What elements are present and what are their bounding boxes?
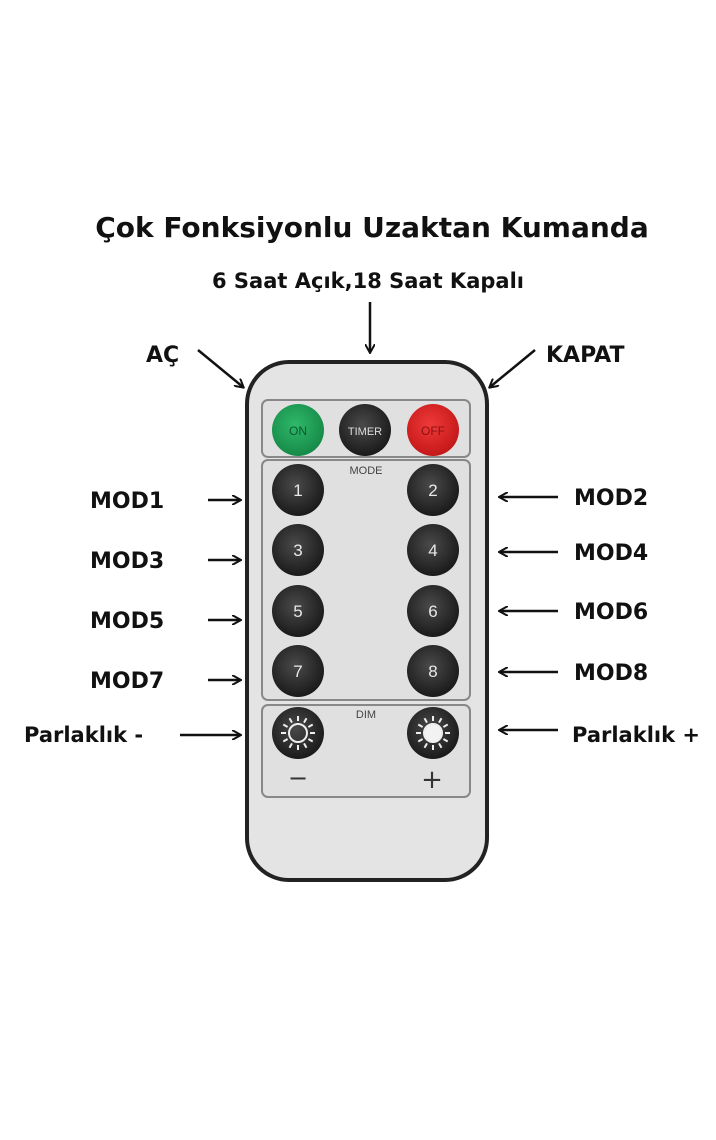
dim-minus-button[interactable] [272, 707, 324, 759]
mode-button-7[interactable]: 7 [272, 645, 324, 697]
label-kapat: KAPAT [546, 343, 625, 368]
mode-button-4[interactable]: 4 [407, 524, 459, 576]
timer-button[interactable]: TIMER [339, 404, 391, 456]
label-ac: AÇ [146, 343, 179, 368]
mode-button-8[interactable]: 8 [407, 645, 459, 697]
mode-panel [261, 459, 471, 701]
arrow-kapat [490, 349, 536, 387]
label-mod7: MOD7 [90, 669, 164, 694]
label-mod3: MOD3 [90, 549, 164, 574]
sun-outline-icon [281, 716, 315, 750]
plus-symbol: + [421, 765, 443, 795]
mode-button-label: 2 [428, 481, 437, 500]
on-button[interactable]: ON [272, 404, 324, 456]
mode-button-3[interactable]: 3 [272, 524, 324, 576]
label-dim-minus: Parlaklık - [24, 723, 143, 747]
mode-button-label: 6 [428, 602, 437, 621]
sun-filled-icon [416, 716, 450, 750]
subtitle: 6 Saat Açık,18 Saat Kapalı [212, 269, 524, 293]
mode-button-label: 5 [293, 602, 302, 621]
mode-button-6[interactable]: 6 [407, 585, 459, 637]
label-dim-plus: Parlaklık + [572, 723, 700, 747]
label-mod1: MOD1 [90, 489, 164, 514]
mode-label: MODE [350, 465, 383, 477]
dim-label: DIM [356, 709, 376, 721]
off-button[interactable]: OFF [407, 404, 459, 456]
label-mod2: MOD2 [574, 486, 648, 511]
mode-button-label: 8 [428, 662, 437, 681]
on-button-label: ON [289, 424, 307, 438]
minus-symbol: − [288, 764, 308, 792]
title: Çok Fonksiyonlu Uzaktan Kumanda [95, 211, 649, 244]
mode-button-5[interactable]: 5 [272, 585, 324, 637]
mode-button-label: 3 [293, 541, 302, 560]
mode-button-label: 7 [293, 662, 302, 681]
label-mod5: MOD5 [90, 609, 164, 634]
label-mod4: MOD4 [574, 541, 648, 566]
mode-button-1[interactable]: 1 [272, 464, 324, 516]
dim-plus-button[interactable] [407, 707, 459, 759]
off-button-label: OFF [421, 424, 445, 438]
mode-button-label: 1 [293, 481, 302, 500]
label-mod6: MOD6 [574, 600, 648, 625]
mode-button-label: 4 [428, 541, 437, 560]
label-mod8: MOD8 [574, 661, 648, 686]
mode-button-2[interactable]: 2 [407, 464, 459, 516]
arrow-ac [197, 349, 243, 387]
timer-button-label: TIMER [348, 426, 382, 438]
